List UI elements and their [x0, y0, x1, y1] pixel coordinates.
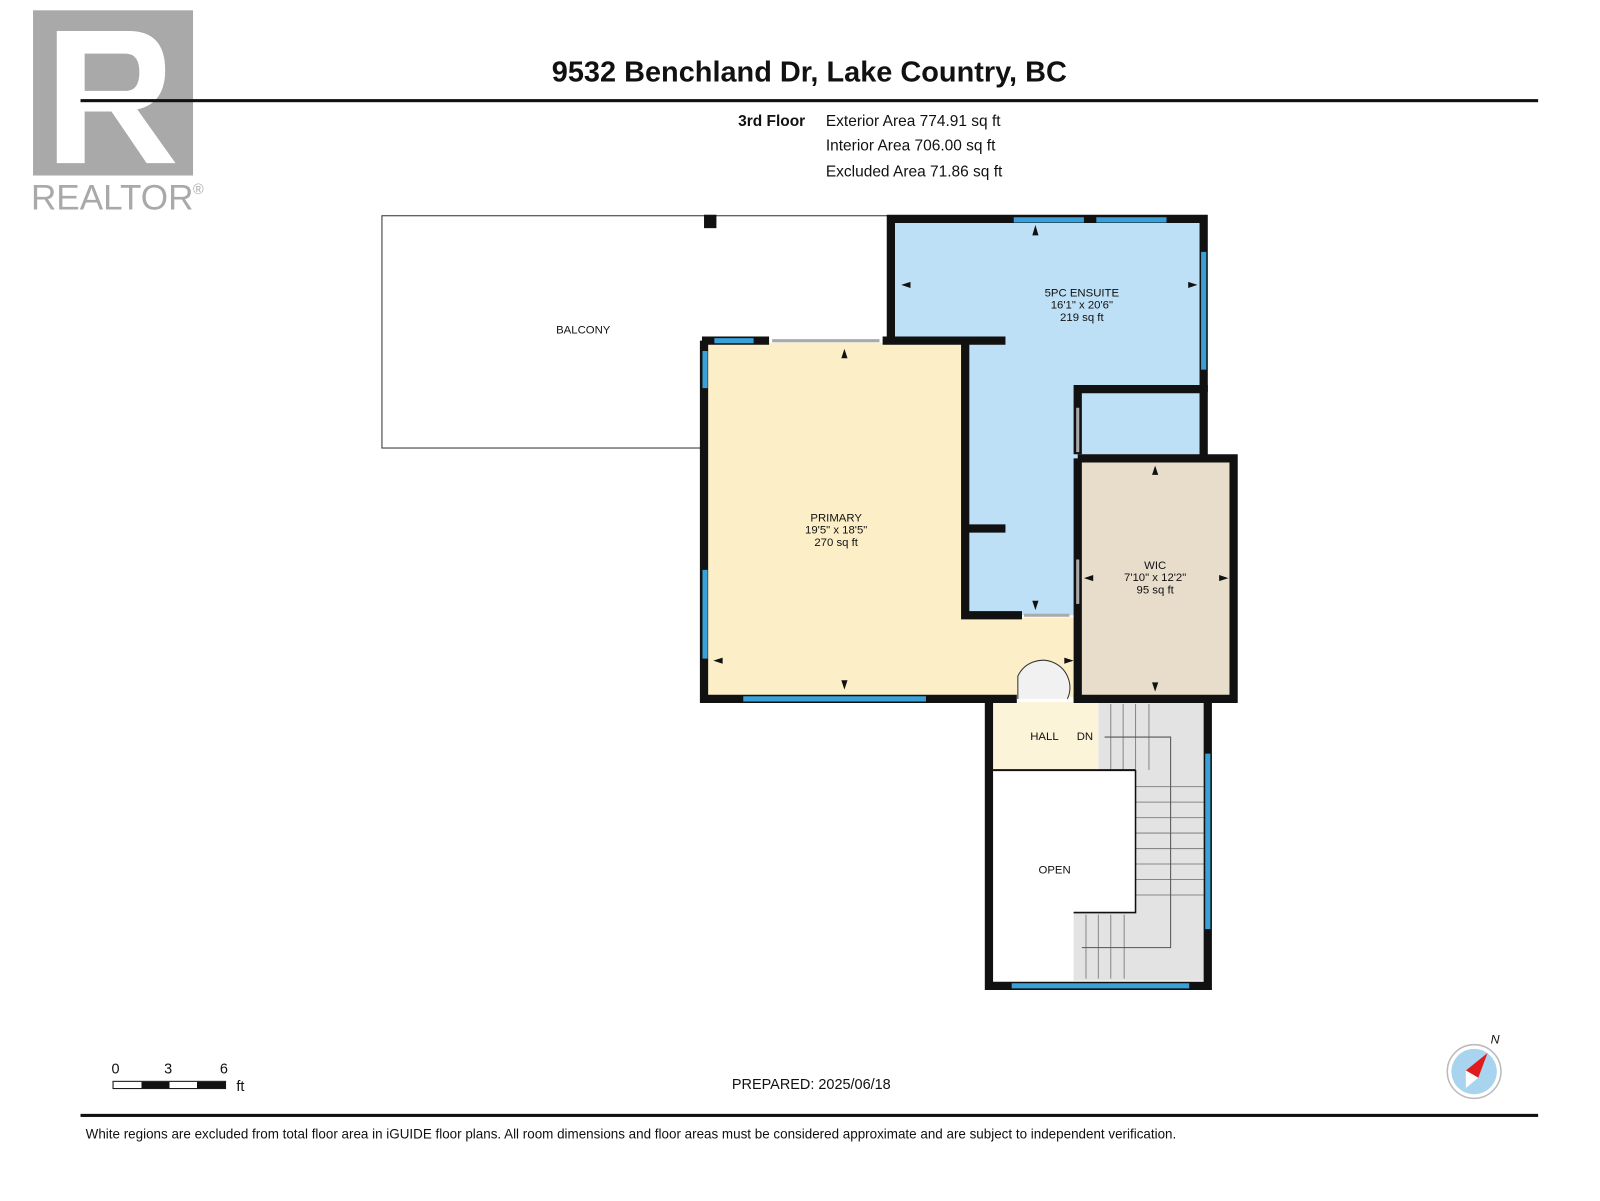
room-name: PRIMARY [810, 512, 862, 525]
room-dims: 19'5" x 18'5" [805, 524, 868, 537]
door-swing [1017, 659, 1071, 700]
room-name: 5PC ENSUITE [1044, 286, 1120, 300]
stairs-label: DN [1076, 730, 1094, 744]
stairs-floor [1073, 701, 1206, 981]
primary-floor [707, 342, 1074, 697]
scale-tick: 0 [111, 1060, 120, 1077]
ensuite-floor [895, 220, 1202, 616]
room-area: 270 sq ft [814, 536, 858, 550]
footer-divider [80, 1113, 1539, 1117]
room-open: OPEN [1038, 864, 1071, 877]
room-wic: WIC 7'10" x 12'2" 95 sq ft [1088, 560, 1222, 597]
compass-north-label: N [1490, 1032, 1500, 1047]
dimension-arrows [713, 225, 1229, 692]
compass-icon: N [1443, 1032, 1507, 1100]
room-area: 219 sq ft [1060, 311, 1104, 325]
room-dims: 7'10" x 12'2" [1123, 571, 1187, 585]
room-primary: PRIMARY 19'5" x 18'5" 270 sq ft [769, 512, 903, 549]
hall-floor [993, 701, 1099, 771]
scale-tick: 3 [164, 1060, 173, 1077]
exterior-area: Exterior Area 774.91 sq ft [825, 112, 1001, 131]
room-name: BALCONY [556, 324, 611, 337]
floor-name: 3rd Floor [738, 112, 806, 131]
interior-area: Interior Area 706.00 sq ft [825, 137, 996, 155]
room-area: 95 sq ft [1136, 584, 1174, 597]
wic-floor [1079, 460, 1231, 696]
excluded-area: Excluded Area 71.86 sq ft [825, 163, 1003, 181]
room-name: WIC [1144, 559, 1167, 572]
prepared-date: PREPARED: 2025/06/18 [731, 1075, 891, 1093]
scale-tick: 6 [219, 1060, 228, 1077]
page-title: 9532 Benchland Dr, Lake Country, BC [551, 55, 1067, 88]
stair-direction-arrow [1081, 736, 1172, 949]
disclaimer: White regions are excluded from total fl… [85, 1126, 1177, 1142]
balcony-post [704, 214, 717, 229]
ensuite-closet-floor [1077, 392, 1200, 457]
room-balcony: BALCONY [516, 324, 650, 336]
scale-bar: 0 3 6 ft [111, 1060, 256, 1095]
room-dims: 16'1" x 20'6" [1050, 299, 1113, 312]
room-ensuite: 5PC ENSUITE 16'1" x 20'6" 219 sq ft [1015, 287, 1149, 324]
scale-unit: ft [236, 1077, 245, 1095]
svg-text:®: ® [193, 182, 204, 198]
windows [702, 217, 1211, 989]
realtor-logo: REALTOR ® [31, 8, 212, 218]
svg-text:REALTOR: REALTOR [31, 179, 193, 215]
header-divider [80, 99, 1539, 103]
room-hall: HALL [1030, 730, 1059, 744]
